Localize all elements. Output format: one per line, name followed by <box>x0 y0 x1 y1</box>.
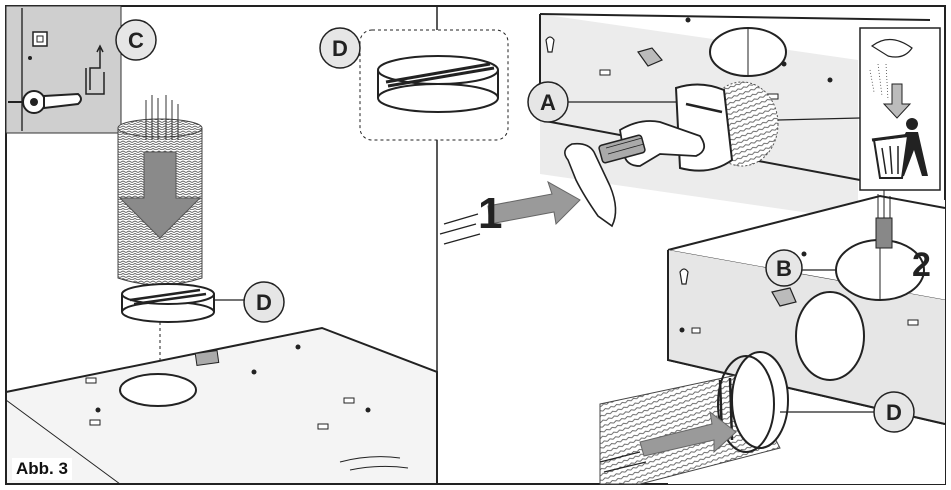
carbon-filter-disc <box>674 81 779 172</box>
figure-label: Abb. 3 <box>12 458 72 480</box>
step-arrow-1 <box>439 180 581 245</box>
callout-b: B <box>776 256 792 281</box>
callout-c: C <box>128 28 144 53</box>
down-arrow-icon <box>882 83 912 119</box>
pipe-adapter-ring-top <box>377 55 499 113</box>
step-number-2: 2 <box>912 246 931 284</box>
down-arrow-icon <box>118 151 202 239</box>
callout-d-top: D <box>332 36 348 61</box>
brush-icon <box>598 134 646 164</box>
callout-a: A <box>540 90 556 115</box>
step-number-1: 1 <box>478 189 502 238</box>
callout-d-left: D <box>256 290 272 315</box>
inset-wall-bracket <box>5 5 122 134</box>
hand-icon <box>564 120 706 228</box>
grease-filter-cylinder-right <box>599 351 789 485</box>
pipe-adapter-ring-left <box>121 283 215 323</box>
hood-box-left <box>5 326 438 485</box>
new-filter-insert <box>875 190 893 249</box>
callout-d-right: D <box>886 400 902 425</box>
trash-bin-icon <box>871 118 928 179</box>
disposal-inset <box>859 27 941 191</box>
